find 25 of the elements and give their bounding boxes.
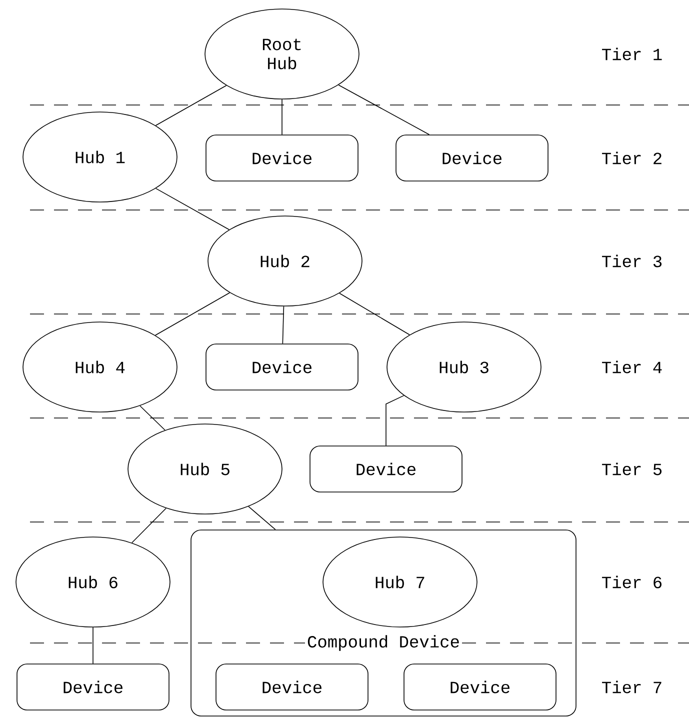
connector-line (338, 84, 430, 135)
connector-line (248, 506, 276, 530)
tier-label: Tier 3 (602, 254, 662, 268)
tier-label: Tier 5 (602, 462, 662, 476)
connector-line (132, 508, 166, 544)
device-box: Device (216, 664, 368, 710)
connector-line (339, 292, 410, 336)
connector-line (92, 627, 94, 664)
tier-label: Tier 6 (602, 576, 662, 588)
connector-line (154, 292, 230, 336)
device-box: Device (206, 134, 358, 182)
connector-line (155, 85, 227, 126)
connector-line (386, 395, 404, 446)
device-box: Device (16, 664, 170, 710)
tier-label: Tier 4 (602, 360, 662, 374)
device-box: Device (206, 344, 358, 390)
connector-line (282, 306, 284, 344)
device-box: Device (310, 446, 462, 492)
connector-line (155, 188, 230, 230)
device-box: Device (404, 664, 556, 710)
tier-label: Tier 7 (602, 680, 662, 694)
connector-line (140, 405, 166, 431)
device-box: Device (396, 134, 548, 182)
tier-label: Tier 1 (602, 48, 662, 60)
tier-label: Tier 2 (602, 152, 662, 164)
